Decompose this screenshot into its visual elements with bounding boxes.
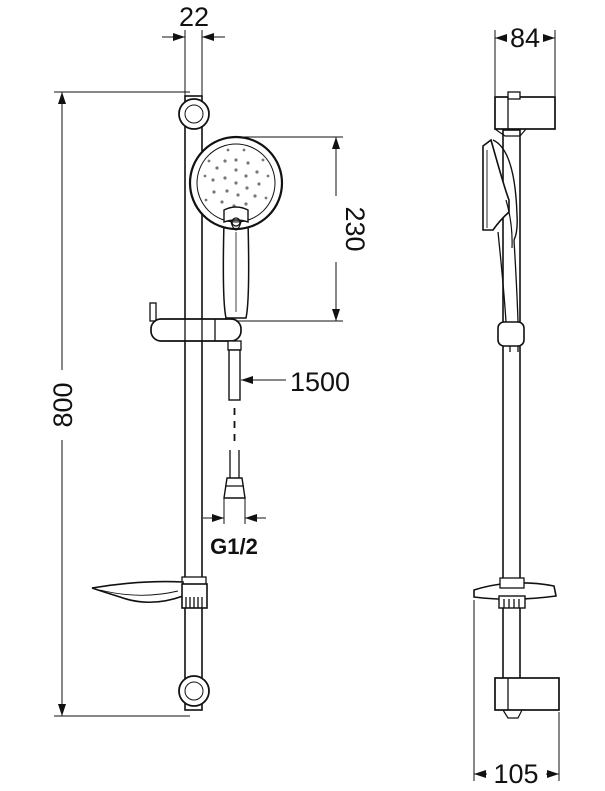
front-hose <box>223 349 246 499</box>
dim-total-height: 800 <box>48 382 78 427</box>
front-top-bracket <box>178 98 210 130</box>
dim-head-height: 230 <box>340 206 370 251</box>
side-view <box>473 91 560 719</box>
dim-side-top-depth: 84 <box>510 23 540 53</box>
front-shower-head <box>188 135 284 319</box>
front-view <box>91 95 284 711</box>
side-soap-dish <box>473 577 557 609</box>
dim-thread: G1/2 <box>210 534 258 559</box>
dim-side-bottom-depth: 105 <box>493 759 538 789</box>
dimension-lines <box>54 30 560 781</box>
front-soap-dish <box>91 576 208 609</box>
dim-bar-diameter: 22 <box>179 2 209 32</box>
front-bottom-bracket <box>178 675 210 707</box>
side-top-bracket <box>494 91 556 137</box>
front-slide-bar <box>184 95 203 711</box>
dim-hose-length: 1500 <box>290 367 350 397</box>
side-shower-head <box>482 138 519 323</box>
side-bottom-bracket <box>494 677 560 719</box>
front-nozzle-dots <box>203 148 270 208</box>
front-slider <box>149 302 242 351</box>
side-slider <box>497 321 525 352</box>
